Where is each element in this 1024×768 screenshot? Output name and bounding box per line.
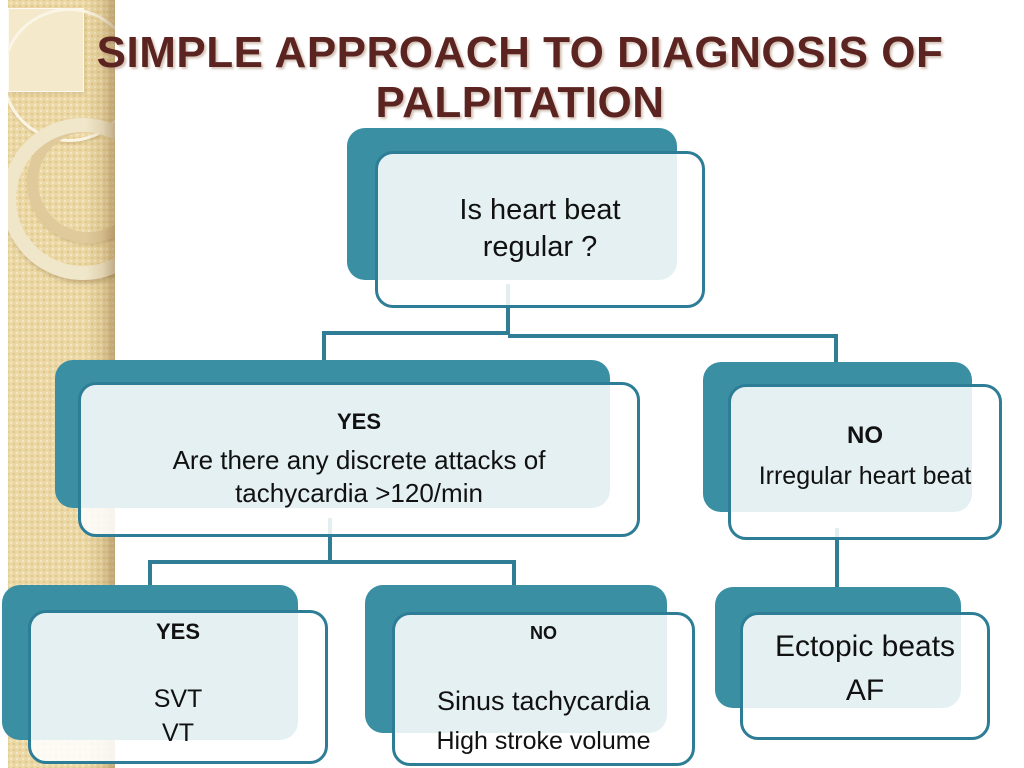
- node-af-line2: AF: [845, 674, 885, 707]
- node-root-text: Is heart beat regular ?: [375, 192, 705, 266]
- connector-no-stem: [835, 528, 839, 589]
- slide-title: SIMPLE APPROACH TO DIAGNOSIS OF PALPITAT…: [40, 28, 1000, 128]
- slide-title-line2: PALPITATION: [375, 78, 665, 127]
- node-yes-card: [78, 382, 640, 537]
- node-yesyes-line2: VT: [162, 719, 194, 747]
- node-yes-label: YES: [336, 409, 382, 434]
- connector-root-stem: [506, 284, 510, 334]
- connector-left-drop: [322, 331, 326, 362]
- slide-title-line1: SIMPLE APPROACH TO DIAGNOSIS OF: [96, 28, 944, 77]
- node-yes-line1: Are there any discrete attacks of: [172, 445, 546, 475]
- node-af-line1: Ectopic beats: [774, 630, 956, 663]
- node-yesno-label: NO: [530, 623, 557, 643]
- connector-yes-horizontal: [148, 560, 516, 564]
- node-no-label: NO: [847, 422, 883, 449]
- node-root-line2: regular ?: [482, 231, 598, 263]
- node-root-card: [375, 151, 705, 308]
- node-yesno-line1: Sinus tachycardia: [436, 686, 651, 716]
- node-yes-text: YES Are there any discrete attacks of ta…: [78, 408, 640, 510]
- connector-right-drop: [834, 334, 838, 364]
- node-root-line1: Is heart beat: [459, 194, 621, 226]
- node-yesno-line2: High stroke volume: [436, 727, 651, 755]
- node-yes-line2: tachycardia >120/min: [235, 478, 483, 508]
- node-yesyes-card: [28, 610, 328, 764]
- node-af-card: [740, 612, 990, 740]
- connector-right-horizontal: [508, 334, 838, 338]
- node-no-text: NO Irregular heart beat: [728, 421, 1002, 493]
- connector-yes-right-drop: [512, 560, 516, 587]
- node-yesyes-label: YES: [155, 619, 201, 644]
- connector-yes-left-drop: [148, 560, 152, 587]
- node-no-card: [728, 384, 1002, 540]
- node-yesyes-line1: SVT: [153, 685, 203, 713]
- connector-left-horizontal: [322, 331, 510, 335]
- node-yesno-card: [392, 612, 695, 766]
- node-no-line1: Irregular heart beat: [758, 462, 972, 490]
- connector-yes-stem: [328, 518, 332, 564]
